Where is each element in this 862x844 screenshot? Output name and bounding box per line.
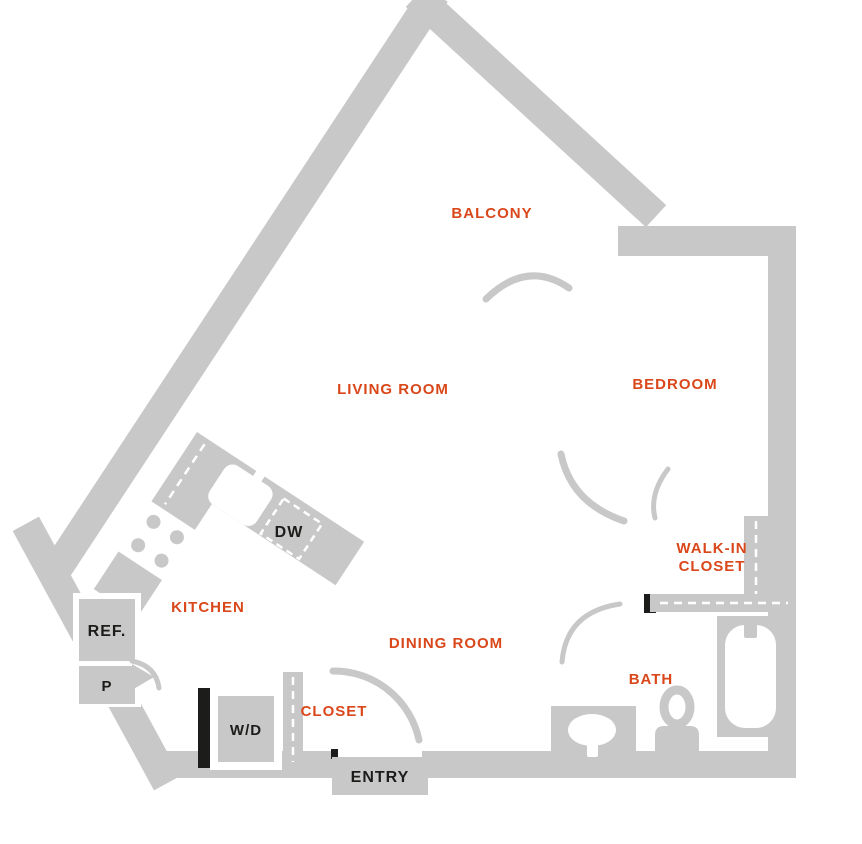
vanity-sink [568,714,616,746]
bath-group [551,601,784,757]
balcony-door-arc [482,272,573,303]
walk-in-closet-door-arc [651,466,671,521]
entry-door-arc [329,667,423,744]
entry-tab [332,757,428,795]
wall-diagonal-left [42,0,448,581]
pantry-door-arc [129,658,162,691]
vanity-faucet [587,742,598,757]
pantry [79,666,135,704]
bedroom-door-arc [557,450,628,525]
balcony-label: BALCONY [451,205,532,222]
ref-pantry-group: REF. P [73,593,162,707]
cooktop [117,500,198,582]
toilet-bowl [659,685,695,729]
walk-in-closet-label-line1: WALK-IN [676,540,747,557]
washer-dryer-label: W/D [230,722,262,739]
burner-icon [169,530,184,545]
burner-icon [146,514,161,529]
bath-door-arc [559,601,623,665]
refrigerator-label: REF. [88,623,127,640]
kitchen-counter-group [93,432,365,618]
refrigerator [79,599,135,661]
bath-label: BATH [629,671,674,688]
wall-bedroom-top [618,226,796,256]
dishwasher-label: DW [275,524,304,541]
burner-icon [131,538,146,553]
kitchen-label: KITCHEN [171,599,245,616]
washer-dryer [218,696,274,762]
kitchen-faucet [251,467,267,485]
toilet-tank [655,726,699,756]
burner-icon [154,553,169,568]
entry-wall-stub [331,749,338,759]
dining-room-label: DINING ROOM [389,635,503,652]
pantry-door-leaf [132,664,154,690]
bathtub [725,625,776,728]
bedroom-label: BEDROOM [632,376,717,393]
walk-in-closet-group [644,516,796,613]
laundry-closet-group: W/D [198,672,303,770]
pantry-label: P [101,678,112,695]
living-room-label: LIVING ROOM [337,381,449,398]
tub-faucet [744,619,757,638]
entry-label: ENTRY [351,769,410,786]
closet-label: CLOSET [301,703,368,720]
walk-in-closet-label-line2: CLOSET [679,558,746,575]
wall-diagonal-right [405,0,667,228]
laundry-wall-stub [198,688,210,768]
entry-opening [336,749,422,760]
upper-cabinets-dashed-line [163,443,206,506]
